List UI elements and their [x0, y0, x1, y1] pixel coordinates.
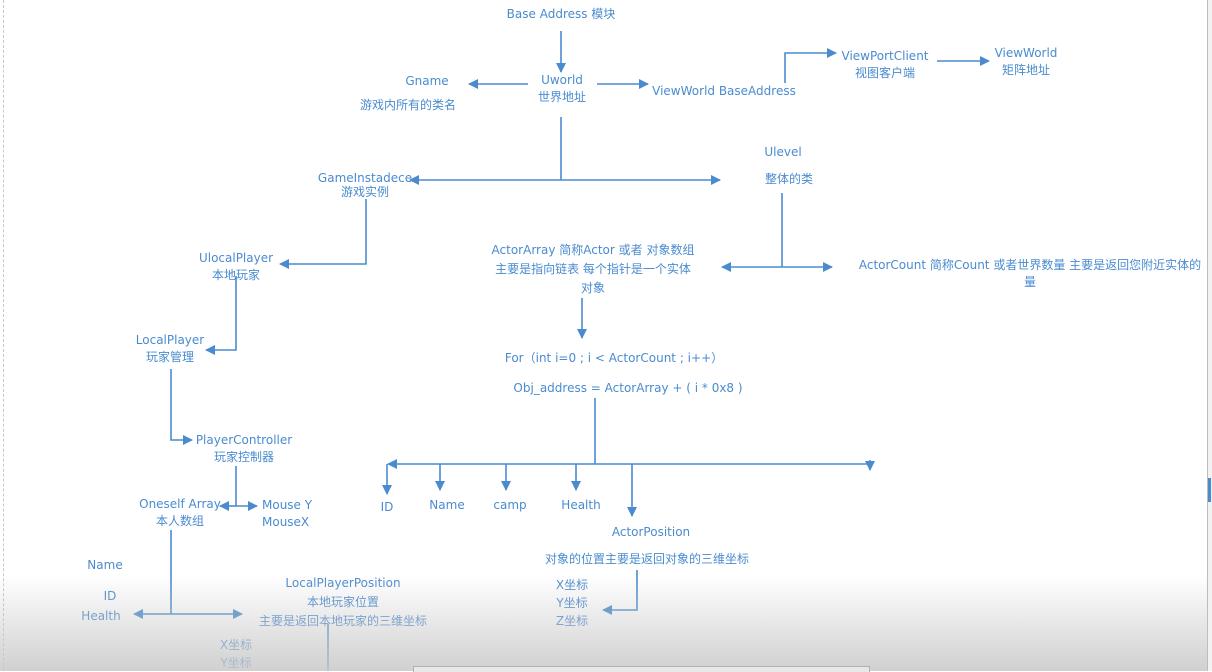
node-game-instance: GameInstadece 游戏实例 — [318, 171, 412, 199]
local-coord-x: X坐标 — [219, 638, 253, 652]
node-player-controller-subtitle: 玩家控制器 — [213, 450, 274, 464]
node-local-player-position-subtitle: 本地玩家位置 — [306, 595, 380, 609]
node-actor-count: ActorCount 简称Count 或者世界数量 主要是返回您附近实体的 量 — [859, 257, 1201, 291]
node-game-instance-subtitle: 游戏实例 — [340, 185, 390, 199]
node-ulocal-player-title: UlocalPlayer — [198, 251, 274, 265]
actor-coord-y: Y坐标 — [556, 596, 588, 610]
node-local-player-subtitle: 玩家管理 — [145, 350, 195, 364]
node-viewworld-base: ViewWorld BaseAddress — [652, 84, 796, 98]
node-uworld: Uworld 世界地址 — [538, 72, 586, 106]
node-obj-address: Obj_address = ActorArray + ( i * 0x8 ) — [513, 381, 743, 395]
node-gname-title: Gname — [405, 74, 449, 88]
arrow-game-instance-to-ulocal-player — [279, 199, 367, 269]
actor-coords: X坐标 Y坐标 Z坐标 — [556, 576, 588, 630]
node-actor-position-title: ActorPosition — [611, 525, 691, 539]
node-viewworld-matrix-title: ViewWorld — [994, 46, 1058, 60]
field-name: Name — [429, 498, 465, 512]
node-viewworld-matrix-subtitle: 矩阵地址 — [1001, 63, 1050, 77]
node-player-controller-title: PlayerController — [195, 433, 293, 447]
local-coords: X坐标 Y坐标 — [220, 636, 252, 672]
node-local-player-title: LocalPlayer — [135, 333, 205, 347]
node-local-player-position-title: LocalPlayerPosition — [285, 576, 401, 590]
node-local-player-position-desc: 主要是返回本地玩家的三维坐标 — [258, 614, 428, 628]
node-mouse-y: Mouse Y — [262, 498, 313, 512]
self-field-health: Health — [81, 609, 121, 623]
node-actor-array-line1: ActorArray 简称Actor 或者 对象数组 — [491, 243, 695, 257]
horizontal-scrollbar[interactable] — [413, 666, 870, 672]
arrow-viewworld-base-to-viewport — [784, 48, 837, 83]
node-actor-array-line3: 对象 — [580, 281, 606, 295]
node-local-player-position: LocalPlayerPosition 本地玩家位置 主要是返回本地玩家的三维坐… — [259, 574, 427, 631]
node-actor-count-line2: 量 — [1023, 275, 1037, 289]
node-actor-array-line2: 主要是指向链表 每个指针是一个实体 — [495, 262, 691, 276]
arrow-local-player-to-controller — [170, 369, 193, 445]
node-mouse-x: MouseX — [262, 515, 310, 529]
field-id: ID — [380, 500, 394, 514]
node-viewport-client-title: ViewPortClient — [841, 49, 929, 63]
field-camp: camp — [493, 498, 527, 512]
node-player-controller: PlayerController 玩家控制器 — [196, 432, 292, 466]
node-viewworld-matrix: ViewWorld 矩阵地址 — [995, 45, 1058, 79]
node-actor-array: ActorArray 简称Actor 或者 对象数组 主要是指向链表 每个指针是… — [492, 241, 695, 298]
node-mouse: Mouse Y MouseX — [262, 497, 312, 531]
node-viewport-client: ViewPortClient 视图客户端 — [841, 48, 928, 82]
node-ulevel-title: Ulevel — [764, 145, 802, 159]
node-uworld-title: Uworld — [541, 73, 583, 87]
node-actor-position-desc: 对象的位置主要是返回对象的三维坐标 — [544, 552, 750, 566]
node-base-address: Base Address 模块 — [506, 7, 616, 21]
node-local-player: LocalPlayer 玩家管理 — [136, 332, 204, 366]
actor-coord-x: X坐标 — [555, 578, 589, 592]
actor-coord-z: Z坐标 — [555, 614, 589, 628]
node-for-loop: For（int i=0 ; i < ActorCount ; i++） — [504, 351, 724, 365]
vertical-scrollbar[interactable] — [1207, 0, 1212, 671]
node-oneself-array-subtitle: 本人数组 — [155, 514, 205, 528]
node-ulocal-player: UlocalPlayer 本地玩家 — [199, 250, 273, 284]
node-uworld-subtitle: 世界地址 — [537, 90, 587, 104]
arrow-actor-position-to-coords — [602, 570, 638, 615]
node-oneself-array-title: Oneself Array — [139, 497, 221, 511]
node-viewport-client-subtitle: 视图客户端 — [854, 66, 916, 80]
local-coord-y: Y坐标 — [220, 656, 252, 670]
node-actor-count-line1: ActorCount 简称Count 或者世界数量 主要是返回您附近实体的 — [858, 258, 1202, 272]
scrollbar-marker[interactable] — [1208, 478, 1211, 502]
page-left-border — [3, 0, 4, 671]
field-health: Health — [561, 498, 601, 512]
node-gname-subtitle: 游戏内所有的类名 — [359, 98, 457, 112]
self-field-id: ID — [103, 589, 117, 603]
self-field-name: Name — [87, 558, 123, 572]
arrow-ulocal-to-local-player — [205, 276, 237, 355]
node-ulocal-player-subtitle: 本地玩家 — [211, 268, 260, 282]
node-ulevel-subtitle: 整体的类 — [764, 172, 814, 186]
node-game-instance-title: GameInstadece — [317, 171, 413, 185]
node-oneself-array: Oneself Array 本人数组 — [139, 496, 221, 530]
